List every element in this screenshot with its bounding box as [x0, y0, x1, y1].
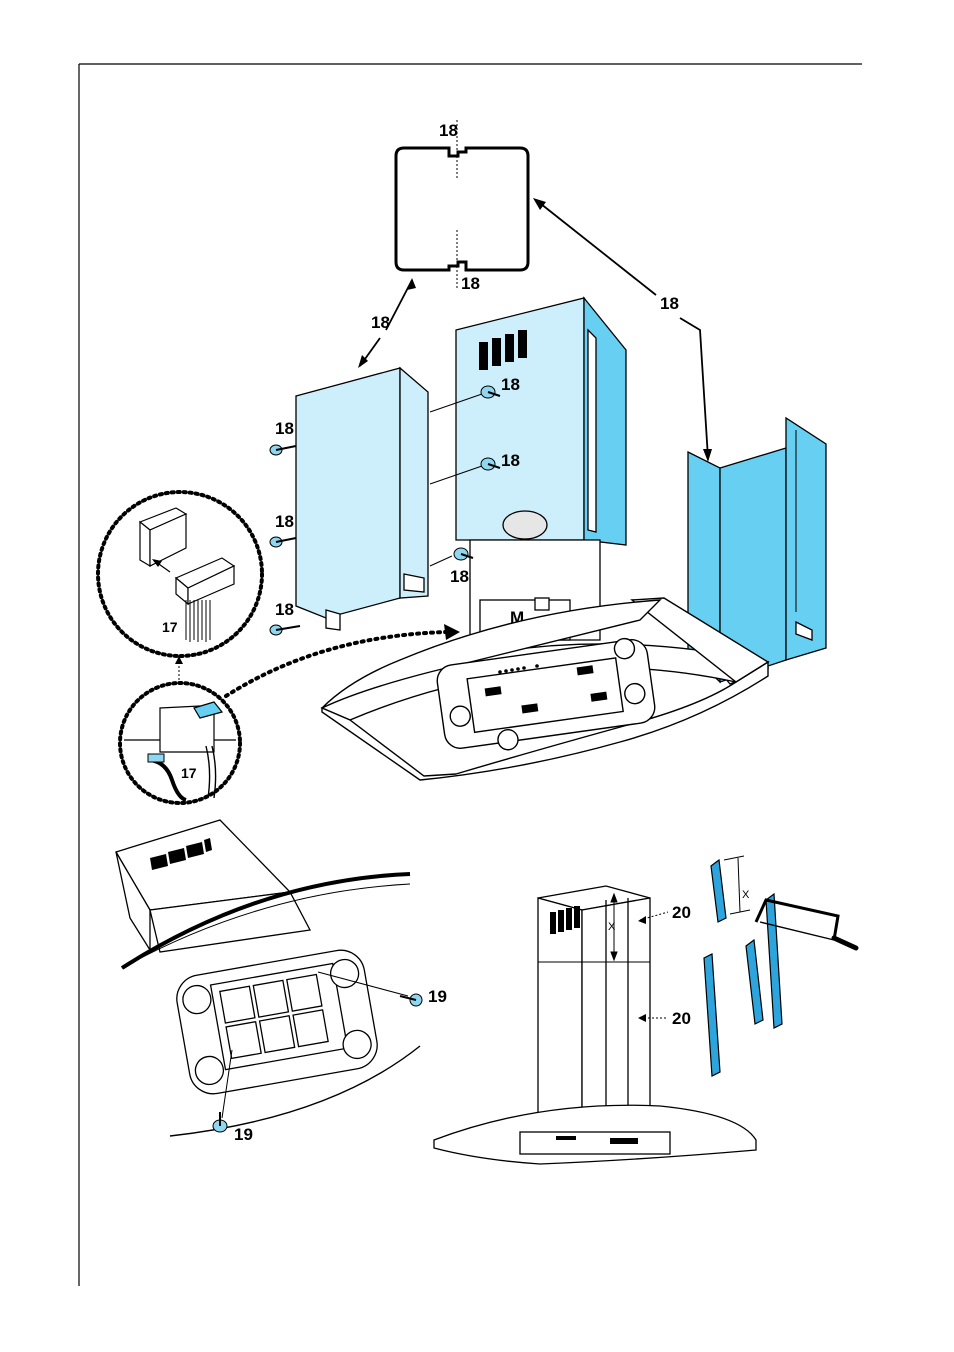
hood-canopy	[322, 598, 768, 780]
detail-circle-connector: 17	[98, 492, 262, 656]
label-17-upper: 17	[162, 619, 178, 635]
detail-circle-socket: 17	[120, 683, 240, 803]
label-19-bottom: 19	[234, 1125, 253, 1144]
label-x-strip: X	[742, 889, 750, 901]
label-18-left-screw-1: 18	[275, 419, 294, 438]
filter-fixing-detail	[116, 820, 420, 1136]
left-chimney-panel	[296, 368, 428, 630]
label-18-bottom: 18	[461, 274, 480, 293]
label-x-chimney: X	[608, 921, 616, 933]
label-18-top: 18	[439, 121, 458, 140]
dimension-x-strip	[724, 856, 750, 914]
label-18-screw-a: 18	[501, 375, 520, 394]
chimney-cross-section: 18 18	[396, 120, 528, 293]
label-18-left-screw-3: 18	[275, 600, 294, 619]
label-20-upper: 20	[672, 903, 691, 922]
label-18-screw-b: 18	[501, 451, 520, 470]
label-18-right-arrow: 18	[660, 294, 679, 313]
assembled-hood	[434, 886, 756, 1164]
label-20-lower: 20	[672, 1009, 691, 1028]
label-19-right: 19	[428, 987, 447, 1006]
label-18-screw-c: 18	[450, 567, 469, 586]
label-17-lower: 17	[181, 765, 197, 781]
label-18-left-arrow: 18	[371, 313, 390, 332]
screw-18-c	[430, 548, 473, 566]
label-18-left-screw-2: 18	[275, 512, 294, 531]
upper-chimney	[456, 298, 626, 545]
